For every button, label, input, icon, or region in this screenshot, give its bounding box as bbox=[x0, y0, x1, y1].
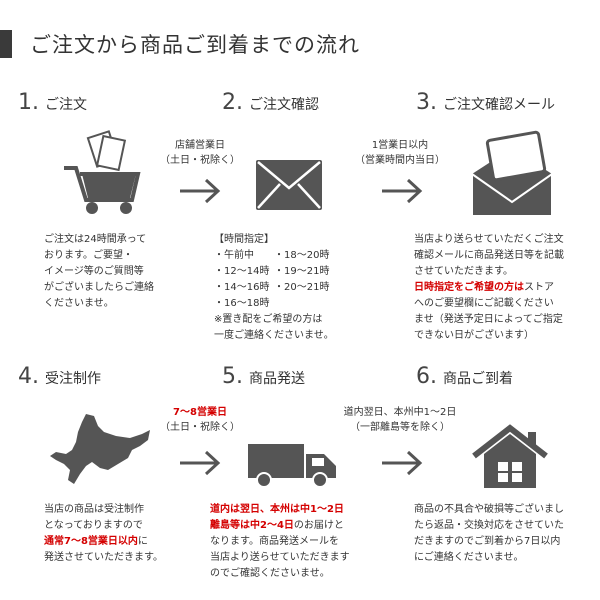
arrow-1-line2: （土日・祝除く） bbox=[160, 155, 240, 166]
mail-description: 当店より送らせていただくご注文 確認メールに商品発送日等を記載 させていただきま… bbox=[414, 232, 564, 344]
house-icon bbox=[472, 424, 548, 488]
page-title: ご注文から商品ご到着までの流れ bbox=[30, 33, 360, 57]
delivery-truck-icon bbox=[248, 444, 336, 488]
page-header: ご注文から商品ご到着までの流れ bbox=[0, 24, 600, 64]
highlight-text: 離島等は中2〜4日 bbox=[210, 520, 294, 531]
step-6-title: 6. 商品ご到着 bbox=[416, 364, 513, 389]
arrow-4-line2: （一部離島等を除く） bbox=[350, 422, 450, 433]
shopping-cart-icon bbox=[64, 130, 141, 214]
desc-line: おります。ご要望・ bbox=[44, 250, 133, 261]
time-slot: ・12〜14時 bbox=[214, 266, 270, 277]
time-slot: ・16〜18時 bbox=[214, 298, 270, 309]
time-slot: ・20〜21時 bbox=[274, 282, 330, 293]
time-slot-col-1: ・午前中 ・12〜14時 ・14〜16時 ・16〜18時 bbox=[214, 248, 274, 312]
time-slot-columns: ・午前中 ・12〜14時 ・14〜16時 ・16〜18時 ・18〜20時 ・19… bbox=[214, 248, 364, 312]
step-1-title: 1. ご注文 bbox=[18, 90, 87, 115]
step-5-number: 5. bbox=[222, 364, 243, 389]
step-5-label: 商品発送 bbox=[249, 371, 305, 387]
desc-line: 当店の商品は受注制作 bbox=[44, 504, 144, 515]
desc-text: に bbox=[137, 536, 148, 547]
production-description: 当店の商品は受注制作 となっておりますので 通常7〜8営業日以内に 発送させてい… bbox=[44, 502, 163, 566]
step-4-label: 受注制作 bbox=[45, 371, 101, 387]
time-slot-note: 一度ご連絡くださいませ。 bbox=[214, 330, 334, 341]
time-slot-col-2: ・18〜20時 ・19〜21時 ・20〜21時 bbox=[274, 248, 329, 312]
step-1-number: 1. bbox=[18, 90, 39, 115]
desc-line: ませ（発送予定日によってご指定 bbox=[414, 314, 563, 325]
desc-line: 当店より送らせていただくご注文 bbox=[414, 234, 564, 245]
right-arrow-icon bbox=[180, 178, 221, 204]
desc-line: たら返品・交換対応をさせていた bbox=[414, 520, 564, 531]
step-2-label: ご注文確認 bbox=[249, 97, 319, 113]
right-arrow-icon bbox=[180, 450, 221, 476]
mail-reply-icon bbox=[471, 130, 553, 217]
step-2-title: 2. ご注文確認 bbox=[222, 90, 319, 115]
desc-line: となっておりますので bbox=[44, 520, 143, 531]
order-description: ご注文は24時間承って おります。ご要望・ イメージ等のご質問等 がございました… bbox=[44, 232, 154, 312]
arrow-3-line2: （土日・祝除く） bbox=[160, 422, 240, 433]
step-6-number: 6. bbox=[416, 364, 437, 389]
envelope-icon bbox=[256, 160, 322, 210]
highlight-text: 日時指定をご希望の方は bbox=[414, 282, 524, 293]
arrow-3-note: 7〜8営業日 （土日・祝除く） bbox=[150, 405, 250, 435]
desc-text: のお届けと bbox=[293, 520, 344, 531]
desc-line: なります。商品発送メールを bbox=[210, 536, 339, 547]
time-slot: ・午前中 bbox=[214, 250, 254, 261]
time-slot-note: ※置き配をご希望の方は bbox=[214, 314, 323, 325]
step-3-label: ご注文確認メール bbox=[443, 97, 555, 113]
desc-line: 通常7〜8営業日以内に bbox=[44, 534, 163, 550]
step-2-number: 2. bbox=[222, 90, 243, 115]
step-3-title: 3. ご注文確認メール bbox=[416, 90, 555, 115]
desc-line: できない日がございます） bbox=[414, 330, 534, 341]
desc-line: 日時指定をご希望の方はストア bbox=[414, 280, 564, 296]
desc-line: だきますのでご到着から7日以内 bbox=[414, 536, 561, 547]
desc-line: のでご確認くださいませ。 bbox=[210, 568, 330, 579]
shipping-description: 道内は翌日、本州は中1〜2日 離島等は中2〜4日のお届けと なります。商品発送メ… bbox=[210, 502, 350, 582]
arrow-2-note: 1営業日以内 （営業時間内当日） bbox=[345, 138, 455, 168]
arrow-1-line1: 店舗営業日 bbox=[175, 140, 225, 151]
arrow-1-note: 店舗営業日 （土日・祝除く） bbox=[150, 138, 250, 168]
desc-line: がございましたらご連絡 bbox=[44, 282, 154, 293]
time-slot-description: 【時間指定】 ・午前中 ・12〜14時 ・14〜16時 ・16〜18時 ・18〜… bbox=[214, 232, 364, 344]
desc-text: ストア bbox=[524, 282, 554, 293]
step-3-number: 3. bbox=[416, 90, 437, 115]
arrival-description: 商品の不具合や破損等ございまし たら返品・交換対応をさせていた だきますのでご到… bbox=[414, 502, 564, 566]
step-4-number: 4. bbox=[18, 364, 39, 389]
desc-line: 発送させていただきます。 bbox=[44, 552, 163, 563]
time-slot: ・19〜21時 bbox=[274, 266, 330, 277]
desc-line: くださいませ。 bbox=[44, 298, 114, 309]
desc-line: へのご要望欄にご記載ください bbox=[414, 298, 554, 309]
arrow-2-line1: 1営業日以内 bbox=[371, 140, 429, 151]
time-slot-title: 【時間指定】 bbox=[214, 234, 274, 245]
header-bar bbox=[0, 30, 12, 58]
hokkaido-map-icon bbox=[50, 414, 150, 484]
time-slot: ・18〜20時 bbox=[274, 250, 330, 261]
right-arrow-icon bbox=[382, 178, 423, 204]
desc-line: 離島等は中2〜4日のお届けと bbox=[210, 518, 350, 534]
right-arrow-icon bbox=[382, 450, 423, 476]
arrow-2-line2: （営業時間内当日） bbox=[355, 155, 445, 166]
desc-line: させていただきます。 bbox=[414, 266, 513, 277]
desc-line: 確認メールに商品発送日等を記載 bbox=[414, 250, 564, 261]
highlight-text: 通常7〜8営業日以内 bbox=[44, 536, 138, 547]
desc-line: 当店より送らせていただきます bbox=[210, 552, 350, 563]
arrow-4-note: 道内翌日、本州中1〜2日 （一部離島等を除く） bbox=[330, 405, 470, 435]
desc-line: ご注文は24時間承って bbox=[44, 234, 147, 245]
desc-line: にご連絡くださいませ。 bbox=[414, 552, 524, 563]
step-1-label: ご注文 bbox=[45, 97, 87, 113]
step-6-label: 商品ご到着 bbox=[443, 371, 513, 387]
arrow-3-line1: 7〜8営業日 bbox=[173, 407, 227, 418]
step-5-title: 5. 商品発送 bbox=[222, 364, 305, 389]
arrow-4-line1: 道内翌日、本州中1〜2日 bbox=[343, 407, 457, 418]
desc-line: イメージ等のご質問等 bbox=[44, 266, 144, 277]
highlight-text: 道内は翌日、本州は中1〜2日 bbox=[210, 504, 344, 515]
time-slot: ・14〜16時 bbox=[214, 282, 270, 293]
step-4-title: 4. 受注制作 bbox=[18, 364, 101, 389]
desc-line: 商品の不具合や破損等ございまし bbox=[414, 504, 564, 515]
